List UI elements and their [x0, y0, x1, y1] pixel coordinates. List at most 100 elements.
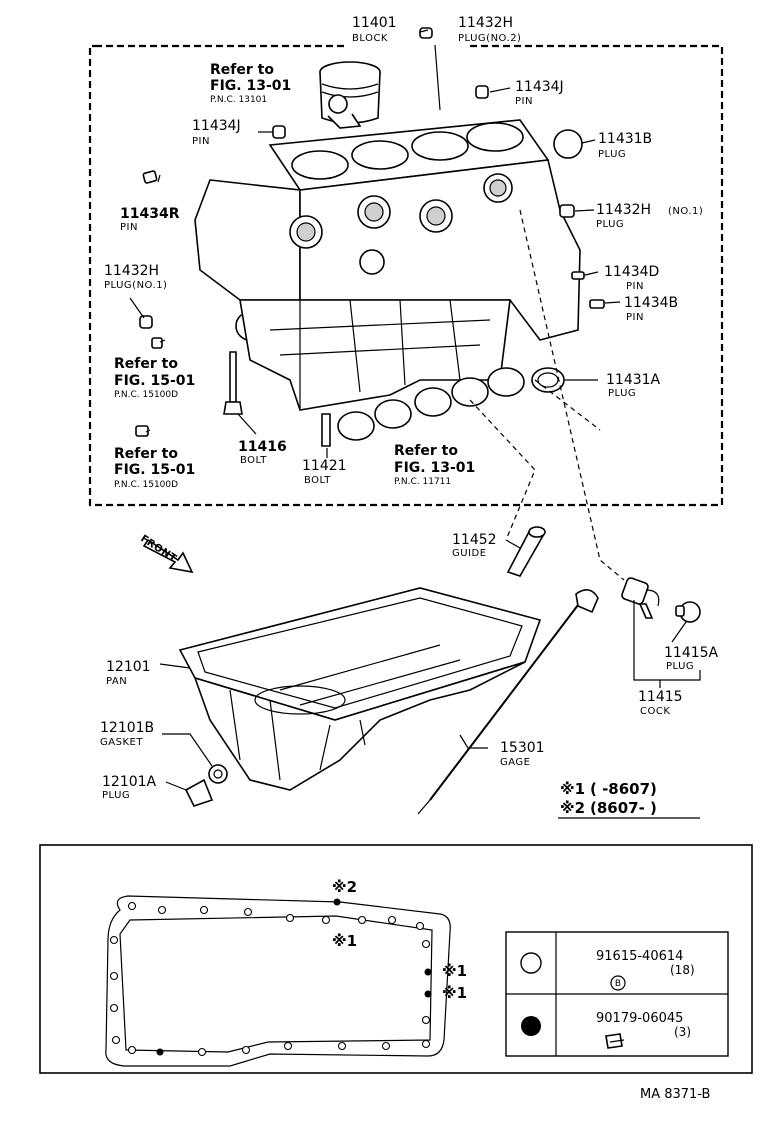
- gasket-holes: [109, 898, 432, 1057]
- label-11415A-name: PLUG: [666, 661, 694, 672]
- gasket-bolt-hole: [387, 915, 397, 925]
- legend-row2-part-no: 90179-06045: [596, 1011, 683, 1026]
- piston-illustration: [319, 61, 381, 129]
- gasket-bolt-hole: [381, 1041, 391, 1051]
- legend-bolt-b-icon: [610, 975, 626, 991]
- gasket-mark-1c: ※1: [442, 984, 467, 1002]
- gasket-stud-hole: [156, 1048, 164, 1056]
- gasket-stud-hole: [424, 968, 432, 976]
- gasket-bolt-hole: [357, 915, 367, 925]
- gasket-bolt-hole: [157, 905, 167, 915]
- legend-row1-qty: (18): [670, 963, 695, 977]
- front-label: FRONT: [138, 533, 178, 564]
- ref3-line2: FIG. 15-01: [114, 462, 195, 478]
- label-11431A-name: PLUG: [608, 388, 636, 399]
- gasket-bolt-hole: [199, 905, 209, 915]
- label-12101A-number: 12101A: [102, 774, 157, 790]
- label-11432H-top-name: PLUG(NO.2): [458, 33, 521, 44]
- label-11452-name: GUIDE: [452, 548, 487, 559]
- label-11432H-right-qualifier: (NO.1): [668, 206, 703, 217]
- legend-bolt-icon: [605, 1033, 625, 1049]
- label-11434R-number: 11434R: [120, 206, 180, 222]
- label-11434D-name: PIN: [626, 281, 644, 292]
- label-11432H-right-name: PLUG: [596, 219, 624, 230]
- gasket-outline-illustration: [105, 895, 451, 1067]
- gasket-bolt-hole: [285, 913, 295, 923]
- drain-plug-illustration: [184, 764, 228, 807]
- label-11431A-number: 11431A: [606, 372, 661, 388]
- legend-row2-qty: (3): [674, 1025, 691, 1039]
- gasket-bolt-hole: [241, 1045, 251, 1055]
- legend-row1-badge: B: [615, 979, 621, 989]
- gasket-stud-hole: [333, 898, 341, 906]
- label-11432H-right-number: 11432H: [596, 202, 651, 218]
- gasket-bolt-hole: [321, 915, 331, 925]
- label-11415-name: COCK: [640, 706, 670, 717]
- label-11434D-number: 11434D: [604, 264, 659, 280]
- label-11432H-left-number: 11432H: [104, 263, 159, 279]
- gasket-bolt-hole: [197, 1047, 207, 1057]
- ref1-line2: FIG. 13-01: [210, 78, 291, 94]
- dipstick-illustration: [417, 589, 599, 815]
- date-note-1-mark: ※1: [560, 780, 585, 798]
- label-11421-number: 11421: [302, 458, 347, 474]
- ref1-line3: P.N.C. 13101: [210, 95, 267, 105]
- small-parts: [135, 27, 605, 447]
- gasket-bolt-hole: [109, 1003, 119, 1013]
- label-15301-number: 15301: [500, 740, 545, 756]
- gasket-bolt-hole: [109, 935, 119, 945]
- gasket-marks: ※2 ※1 ※1 ※1: [332, 878, 467, 1002]
- ref4-line2: FIG. 13-01: [394, 460, 475, 476]
- label-12101B-number: 12101B: [100, 720, 154, 736]
- gasket-bolt-hole: [337, 1041, 347, 1051]
- ref4-line1: Refer to: [394, 443, 458, 459]
- label-11452-number: 11452: [452, 532, 497, 548]
- ref4-line3: P.N.C. 11711: [394, 477, 451, 487]
- gasket-mark-2: ※2: [332, 878, 357, 896]
- block-group-outline: [88, 44, 724, 507]
- ref3-line3: P.N.C. 15100D: [114, 480, 178, 490]
- label-11416-name: BOLT: [240, 455, 267, 466]
- label-11415-number: 11415: [638, 689, 683, 705]
- front-arrow: [142, 538, 194, 574]
- label-11432H-left-name: PLUG(NO.1): [104, 280, 167, 291]
- cylinder-block-illustration: [194, 119, 581, 411]
- gasket-stud-hole: [424, 990, 432, 998]
- ref2-line2: FIG. 15-01: [114, 373, 195, 389]
- gasket-bolt-hole: [111, 1035, 121, 1045]
- label-11401-number: 11401: [352, 15, 397, 31]
- label-12101-number: 12101: [106, 659, 151, 675]
- gasket-bolt-hole: [127, 1045, 137, 1055]
- gasket-mark-1b: ※1: [442, 962, 467, 980]
- label-11415A-number: 11415A: [664, 645, 719, 661]
- label-11416-number: 11416: [238, 439, 287, 455]
- date-note-1-text: ( -8607): [590, 780, 657, 798]
- label-12101A-name: PLUG: [102, 790, 130, 801]
- legend-filled-circle-icon: [521, 1016, 541, 1036]
- ref1-line1: Refer to: [210, 62, 274, 78]
- gasket-bolt-hole: [127, 901, 137, 911]
- label-11434J-left-number: 11434J: [192, 118, 241, 134]
- date-notes: ※1 ( -8607) ※2 (8607- ): [560, 780, 657, 817]
- label-12101-name: PAN: [106, 676, 127, 687]
- gasket-bolt-hole: [283, 1041, 293, 1051]
- legend-table: [505, 931, 729, 1057]
- label-11431B-name: PLUG: [598, 149, 626, 160]
- part-labels: 11401 BLOCK 11432H PLUG(NO.2) 11434J PIN…: [100, 15, 719, 801]
- gasket-bolt-hole: [415, 921, 425, 931]
- label-11434J-right-number: 11434J: [515, 79, 564, 95]
- legend-open-circle-icon: [520, 952, 542, 974]
- label-11434J-left-name: PIN: [192, 136, 210, 147]
- label-12101B-name: GASKET: [100, 737, 143, 748]
- figure-code: MA 8371-B: [640, 1087, 710, 1102]
- legend-row1-part-no: 91615-40614: [596, 949, 683, 964]
- ref3-line1: Refer to: [114, 446, 178, 462]
- label-11434R-name: PIN: [120, 222, 138, 233]
- ref2-line3: P.N.C. 15100D: [114, 390, 178, 400]
- date-note-2-mark: ※2: [560, 799, 585, 817]
- gasket-bolt-hole: [421, 1015, 431, 1025]
- gasket-bolt-hole: [421, 939, 431, 949]
- leader-lines: [129, 29, 701, 791]
- label-11431B-number: 11431B: [598, 131, 652, 147]
- label-11434B-number: 11434B: [624, 295, 678, 311]
